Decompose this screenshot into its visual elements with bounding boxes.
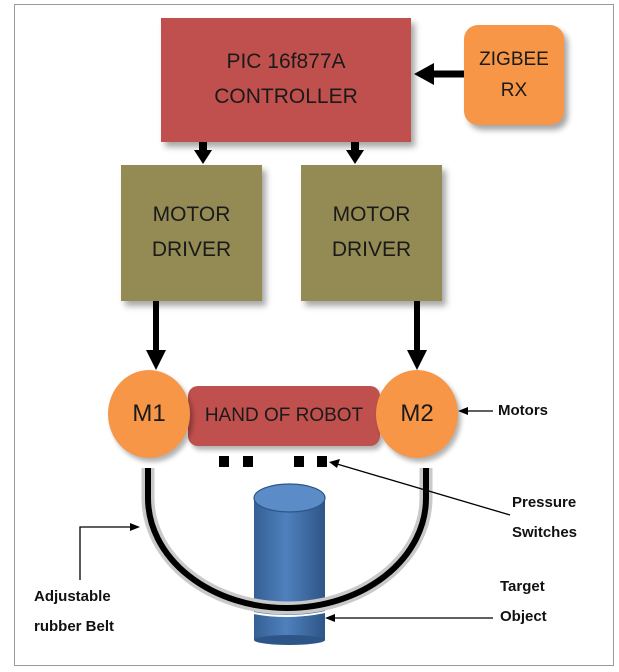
controller-label-line1: PIC 16f877A [226, 50, 346, 74]
belt-label-line2: rubber Belt [34, 618, 115, 635]
rubber-belt-label: Adjustable rubber Belt [34, 582, 114, 642]
arrow-zigbee-to-controller [414, 63, 464, 85]
zigbee-label-line2: RX [500, 80, 528, 101]
target-object-label: Target Object [500, 572, 547, 632]
arrow-left-driver-to-m1 [146, 300, 166, 370]
right-driver-label-line1: MOTOR [332, 203, 411, 227]
target-object-cylinder [253, 483, 326, 645]
right-motor-driver-box: MOTOR DRIVER [301, 165, 442, 301]
motor-m2: M2 [376, 370, 458, 458]
left-driver-label-line1: MOTOR [152, 203, 231, 227]
pressure-switches [219, 456, 327, 467]
right-driver-label-line2: DRIVER [331, 238, 412, 261]
target-label-line1: Target [500, 578, 545, 595]
controller-label-line2: CONTROLLER [214, 85, 358, 108]
zigbee-label-line1: ZIGBEE [479, 48, 549, 70]
motor-m2-label: M2 [400, 400, 434, 427]
arrow-right-driver-to-m2 [407, 300, 427, 370]
rubber-belt-core [145, 468, 429, 611]
controller-box: PIC 16f877A CONTROLLER [161, 18, 411, 142]
motor-m1: M1 [108, 370, 190, 458]
target-label-line2: Object [500, 608, 547, 625]
left-driver-label-line2: DRIVER [151, 238, 232, 261]
pointer-rubber-belt [79, 523, 140, 580]
pointer-target-object [325, 614, 493, 622]
belt-label-line1: Adjustable [34, 588, 111, 605]
zigbee-rx-box: ZIGBEE RX [464, 25, 564, 125]
robot-hand-label: HAND OF ROBOT [204, 405, 364, 427]
pressure-label-line2: Switches [512, 524, 578, 541]
rubber-belt-highlight [138, 468, 436, 617]
motor-m1-label: M1 [132, 400, 166, 427]
pressure-label-line1: Pressure [512, 494, 577, 511]
diagram-frame [14, 4, 614, 666]
motors-label-text: Motors [498, 402, 548, 419]
robot-hand-box: HAND OF ROBOT [188, 386, 380, 446]
pointer-motors [458, 407, 493, 415]
pressure-switches-label: Pressure Switches [512, 488, 577, 548]
motors-label: Motors [498, 396, 548, 426]
left-motor-driver-box: MOTOR DRIVER [121, 165, 262, 301]
pointer-pressure-switches [329, 459, 511, 516]
